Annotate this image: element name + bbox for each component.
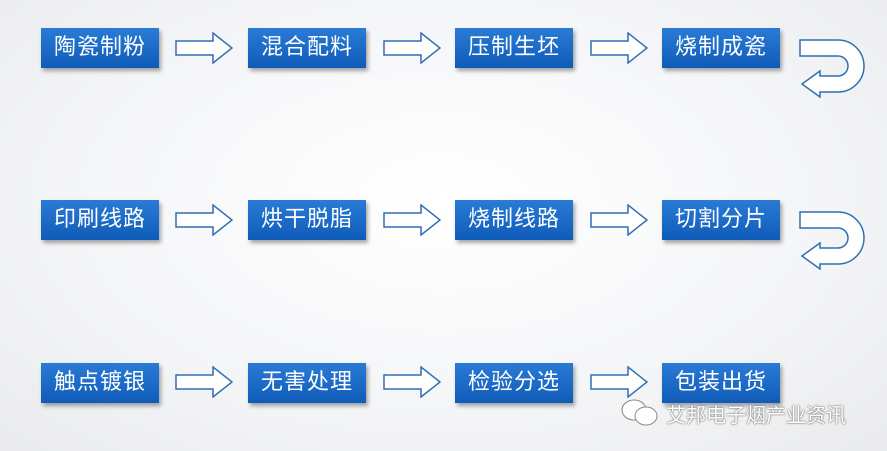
step-box: 印刷线路 <box>41 200 159 240</box>
right-arrow-icon <box>175 366 233 398</box>
u-turn-arrow-icon <box>799 39 865 98</box>
wechat-icon <box>621 399 658 426</box>
u-turn-arrow-icon <box>799 211 865 270</box>
watermark: 艾邦电子烟产业资讯 <box>620 398 846 428</box>
right-arrow-icon <box>590 366 648 398</box>
step-box: 包装出货 <box>662 363 780 403</box>
right-arrow-icon <box>590 32 648 64</box>
watermark-text: 艾邦电子烟产业资讯 <box>666 402 846 427</box>
right-arrow-icon <box>383 204 441 236</box>
right-arrow-icon <box>175 32 233 64</box>
step-box: 切割分片 <box>662 200 780 240</box>
step-box: 烧制线路 <box>455 200 573 240</box>
step-box: 压制生坯 <box>455 28 573 68</box>
right-arrow-icon <box>383 366 441 398</box>
step-box: 检验分选 <box>455 363 573 403</box>
right-arrow-icon <box>383 32 441 64</box>
step-box: 混合配料 <box>248 28 366 68</box>
step-box: 陶瓷制粉 <box>41 28 159 68</box>
step-box: 烧制成瓷 <box>662 28 780 68</box>
step-box: 无害处理 <box>248 363 366 403</box>
step-box: 触点镀银 <box>41 363 159 403</box>
step-box: 烘干脱脂 <box>248 200 366 240</box>
right-arrow-icon <box>590 204 648 236</box>
right-arrow-icon <box>175 204 233 236</box>
